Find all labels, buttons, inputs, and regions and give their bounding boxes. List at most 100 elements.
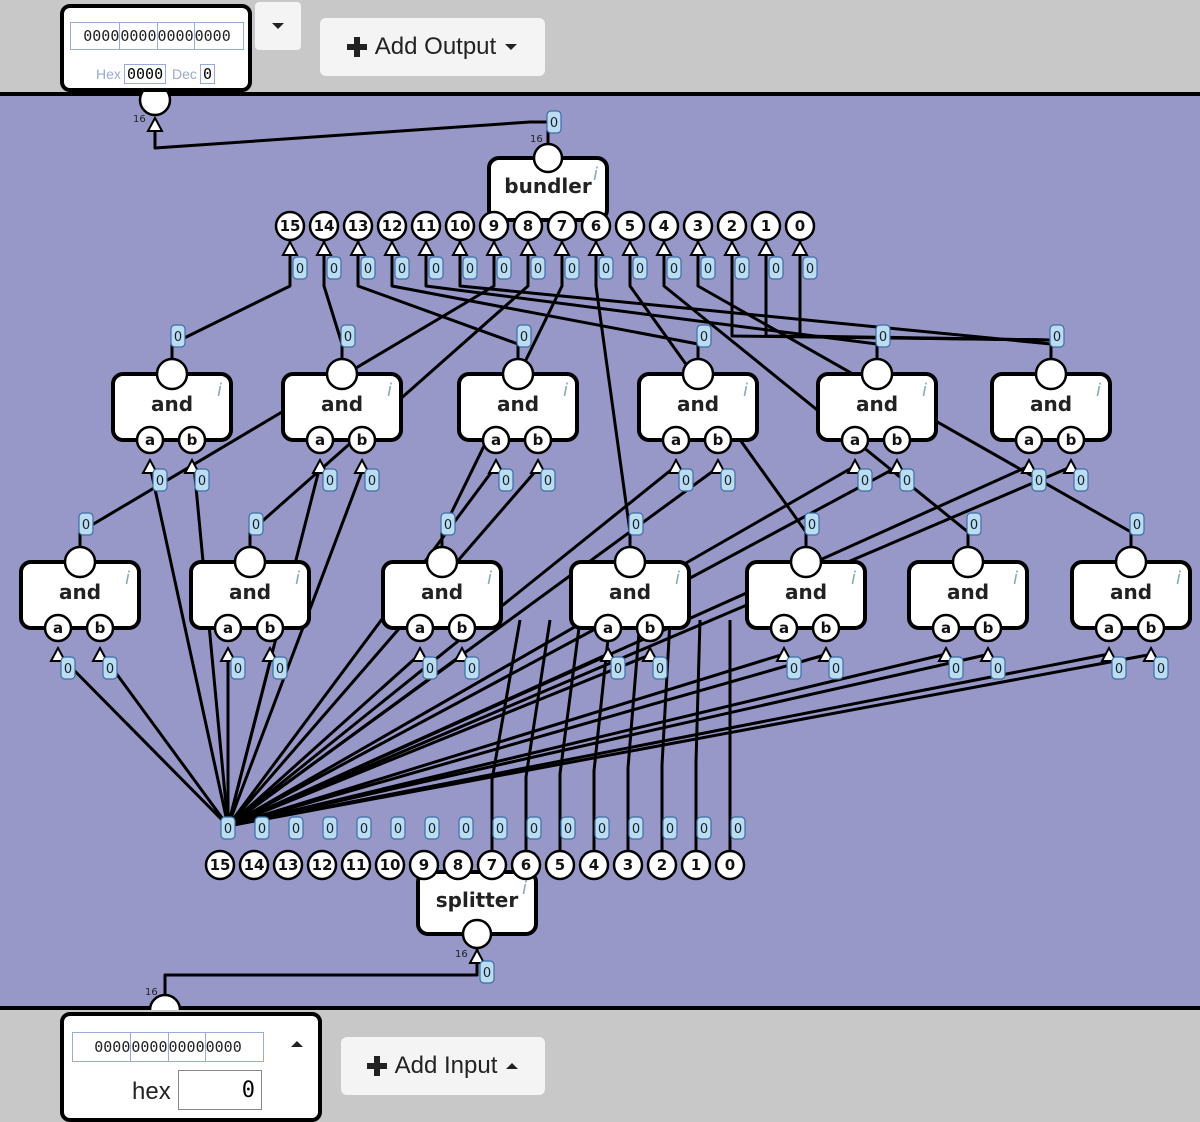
splitter-pin [408,849,440,881]
info-icon: i [675,568,680,589]
and-gate-port-b [1136,613,1166,643]
and-gate-port-b [177,425,207,455]
value-badge-text: 0 [738,262,746,277]
caret-up-icon [506,1063,519,1069]
and-gate-label: and [59,580,101,604]
splitter-pin [612,849,644,881]
bundler-pin-label: 6 [591,217,601,235]
and-gate-output-port [1114,545,1148,579]
input-arrow-icon [587,239,605,256]
and-gate-label: and [1110,580,1152,604]
splitter-pin-label: 11 [346,856,367,874]
value-badge [498,468,514,492]
splitter-pin [646,849,678,881]
input-arrow-icon [817,645,835,662]
and-gate-port-b-label: b [95,619,106,637]
output-panel[interactable]: 0000000000000000 Hex 0000 Dec 0 [60,4,252,92]
value-badge [248,512,264,536]
bundler-pin-label: 4 [659,217,669,235]
value-badge-text: 0 [330,262,338,277]
input-arrow-icon [261,645,279,662]
splitter-pin [680,849,712,881]
input-value-field[interactable]: 0 [178,1070,262,1110]
and-gate-port-b [255,613,285,643]
value-badge [102,656,118,680]
add-output-button[interactable]: Add Output [320,18,545,76]
value-badge-text: 0 [970,518,978,533]
and-gate-label: and [947,580,989,604]
output-dropdown-toggle[interactable] [255,2,301,50]
value-badge [152,468,168,492]
wire [56,652,230,828]
and-gate-output-port [951,545,985,579]
value-badge [666,256,682,280]
input-arrow-icon [791,239,809,256]
bundler-pin-label: 0 [795,217,805,235]
bundler-pin-label: 13 [348,217,369,235]
value-badge-text: 0 [632,822,640,837]
and-gate-port-a-label: a [315,431,325,449]
and-gate-output-port [681,357,715,391]
and-gate-port-a [43,613,73,643]
value-badge-text: 0 [360,822,368,837]
value-badge [594,816,610,840]
info-icon: i [295,568,300,589]
and-gate-port-a-label: a [223,619,233,637]
add-input-button[interactable]: Add Input [341,1037,545,1095]
value-badge-text: 0 [156,474,164,489]
value-badge [458,816,474,840]
wire [227,464,1074,828]
input-arrow-icon [487,457,505,474]
input-arrow-icon [1020,457,1038,474]
input-arrow-icon [621,239,639,256]
value-badge [948,656,964,680]
value-badge [78,512,94,536]
value-badge [390,816,406,840]
and-gate-port-a-label: a [671,431,681,449]
splitter-pin-label: 15 [210,856,231,874]
value-badge-text: 0 [468,662,476,677]
dec-value-field[interactable]: 0 [200,64,216,84]
value-badge-text: 0 [1157,662,1165,677]
plus-icon [366,1056,387,1076]
wire [730,226,1051,342]
and-gate-label: and [229,580,271,604]
wire [490,619,522,865]
and-gate-port-a-label: a [1104,619,1114,637]
input-arrow-icon [1062,457,1080,474]
and-gate-port-b-label: b [983,619,994,637]
and-gate-port-a [1014,425,1044,455]
hex-value-field[interactable]: 0000 [124,64,167,84]
value-badge-text: 0 [614,662,622,677]
value-badge [632,256,648,280]
wire [227,652,609,828]
value-badge [652,656,668,680]
value-badge-text: 0 [462,822,470,837]
wire [592,619,612,865]
value-badge [440,512,456,536]
splitter-pin [714,849,746,881]
and-gate-port-a-label: a [491,431,501,449]
input-arrow-icon [553,239,571,256]
value-badge-text: 0 [903,474,911,489]
value-badge [720,468,736,492]
value-badge [730,816,746,840]
value-badge [516,324,532,348]
splitter-pin [476,849,508,881]
wire [226,465,542,827]
splitter-pin [442,849,474,881]
value-badge-text: 0 [252,518,260,533]
info-icon: i [1176,568,1181,589]
and-gate-port-b-label: b [187,431,198,449]
wire [227,464,856,828]
input-panel[interactable]: 0000000000000000 hex 0 [60,1012,322,1122]
input-arrow-icon [485,239,503,256]
and-gate-port-a [661,425,691,455]
wire [227,652,991,828]
caret-up-icon[interactable] [290,1040,304,1048]
value-badge [364,468,380,492]
and-gate-port-a-label: a [145,431,155,449]
value-badge-text: 0 [502,474,510,489]
and-gate-port-b [703,425,733,455]
